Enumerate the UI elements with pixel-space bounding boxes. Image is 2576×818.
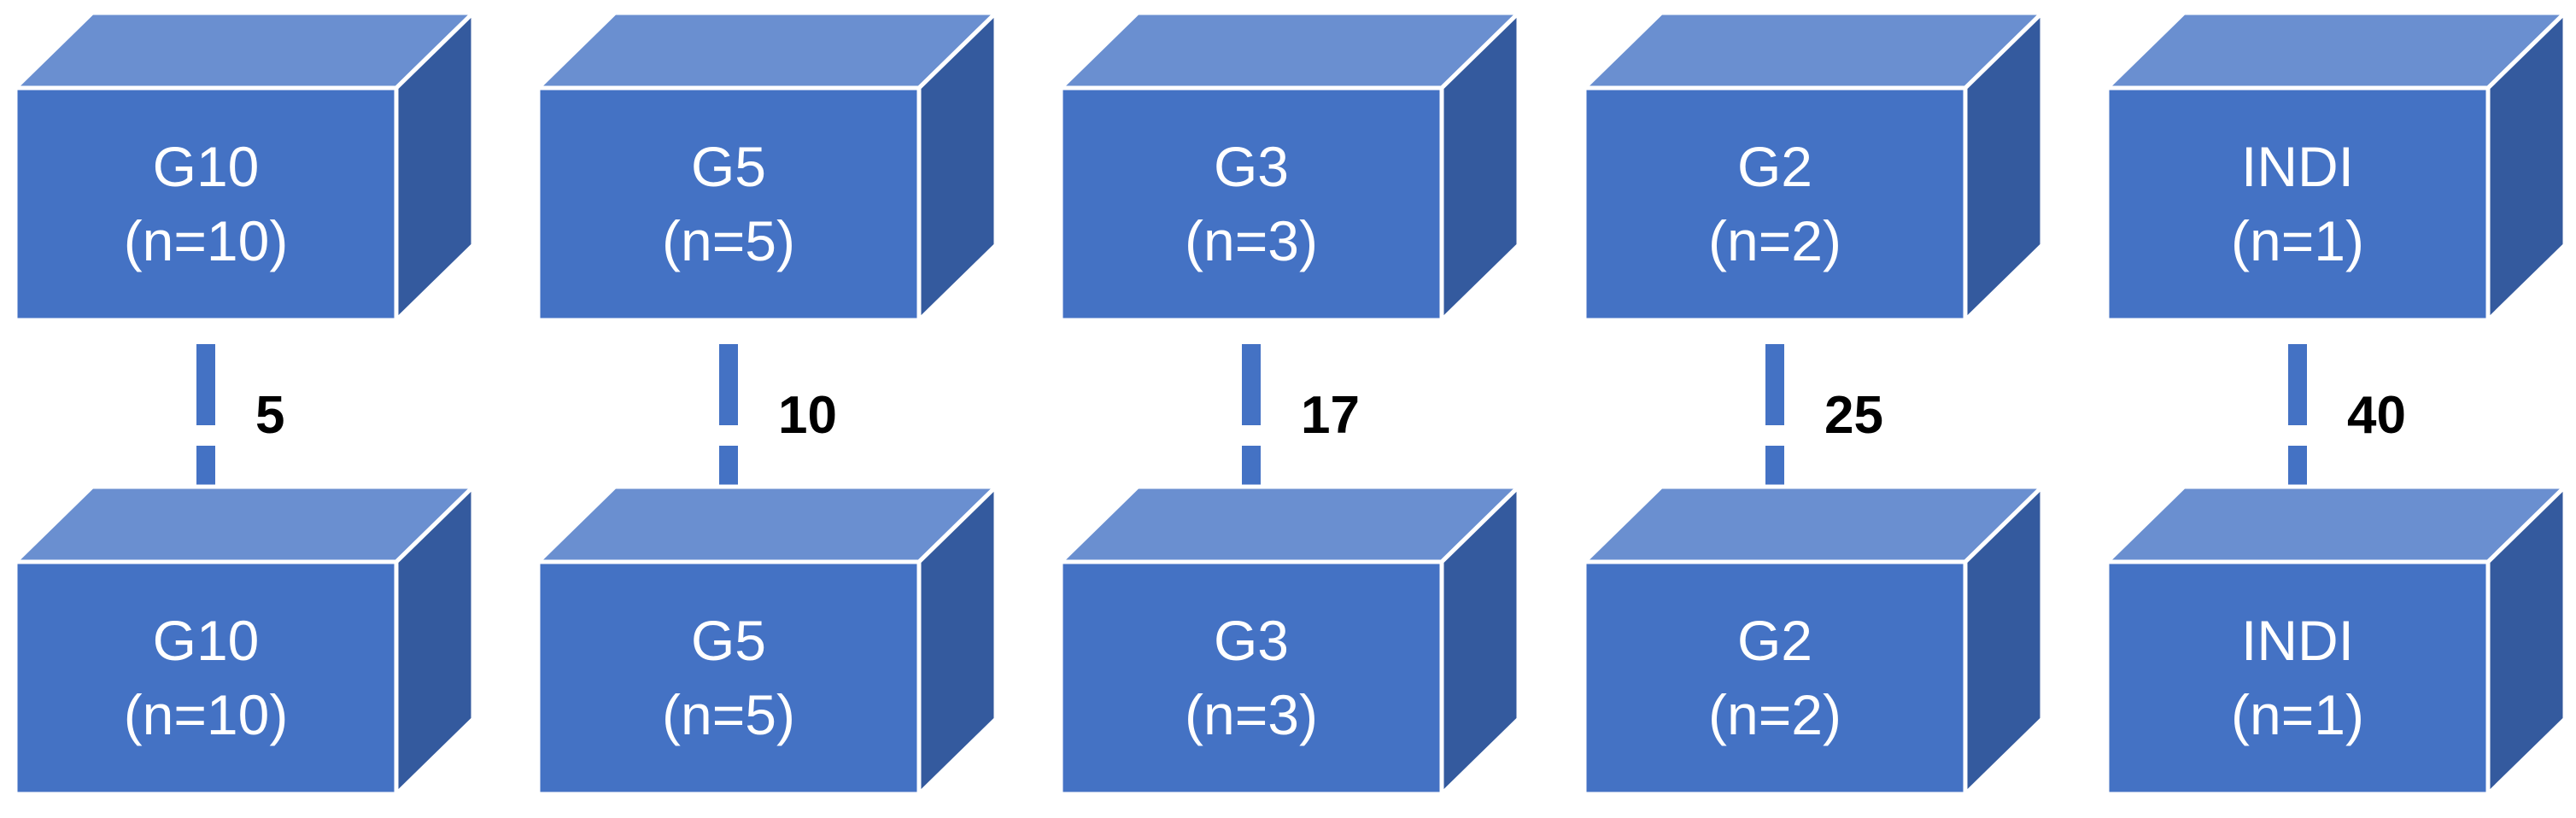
box-group-count: (n=5) [662,683,795,746]
box-group-name: G10 [153,135,260,198]
link-value-label: 10 [778,386,837,445]
bottom-box-1: G10 (n=10) [13,484,476,797]
box-group-name: INDI [2241,609,2354,672]
box-group-count: (n=1) [2231,683,2364,746]
box-front-face [536,559,922,797]
bottom-box-3: G3 (n=3) [1058,484,1521,797]
top-box-5: INDI (n=1) [2105,10,2567,323]
box-group-name: G5 [691,135,766,198]
box-group-count: (n=1) [2231,209,2364,272]
top-box-4: G2 (n=2) [1582,10,2045,323]
box-top-face [1582,484,2045,564]
box-front-face [536,85,922,323]
box-group-count: (n=3) [1185,683,1318,746]
box-front-face [13,559,399,797]
box-top-face [13,484,476,564]
connector-dash [196,344,215,425]
box-group-name: G2 [1737,609,1812,672]
box-group-name: INDI [2241,135,2354,198]
link-value-label: 25 [1824,386,1883,445]
box-top-face [1582,10,2045,91]
link-value-label: 40 [2347,386,2406,445]
box-front-face [1058,559,1444,797]
box-group-count: (n=2) [1708,209,1841,272]
box-group-name: G5 [691,609,766,672]
box-group-name: G3 [1214,609,1289,672]
top-box-2: G5 (n=5) [536,10,998,323]
box-top-face [2105,484,2567,564]
connector-dash [1242,344,1261,425]
link-value-label: 5 [255,386,284,445]
box-top-face [536,484,998,564]
box-top-face [1058,10,1521,91]
box-front-face [1058,85,1444,323]
connector-dash [719,344,738,425]
box-group-name: G2 [1737,135,1812,198]
connector-dash [2288,344,2307,425]
box-top-face [1058,484,1521,564]
top-box-1: G10 (n=10) [13,10,476,323]
box-group-name: G3 [1214,135,1289,198]
box-front-face [13,85,399,323]
bottom-box-4: G2 (n=2) [1582,484,2045,797]
box-top-face [13,10,476,91]
bottom-box-5: INDI (n=1) [2105,484,2567,797]
box-group-name: G10 [153,609,260,672]
box-group-count: (n=10) [124,683,289,746]
connector-dash [1765,344,1784,425]
link-value-label: 17 [1301,386,1360,445]
box-top-face [2105,10,2567,91]
top-box-3: G3 (n=3) [1058,10,1521,323]
box-top-face [536,10,998,91]
box-group-count: (n=2) [1708,683,1841,746]
box-front-face [2105,559,2491,797]
box-front-face [1582,559,1968,797]
box-front-face [2105,85,2491,323]
bottom-box-2: G5 (n=5) [536,484,998,797]
box-group-count: (n=5) [662,209,795,272]
box-group-count: (n=3) [1185,209,1318,272]
box-front-face [1582,85,1968,323]
box-group-count: (n=10) [124,209,289,272]
